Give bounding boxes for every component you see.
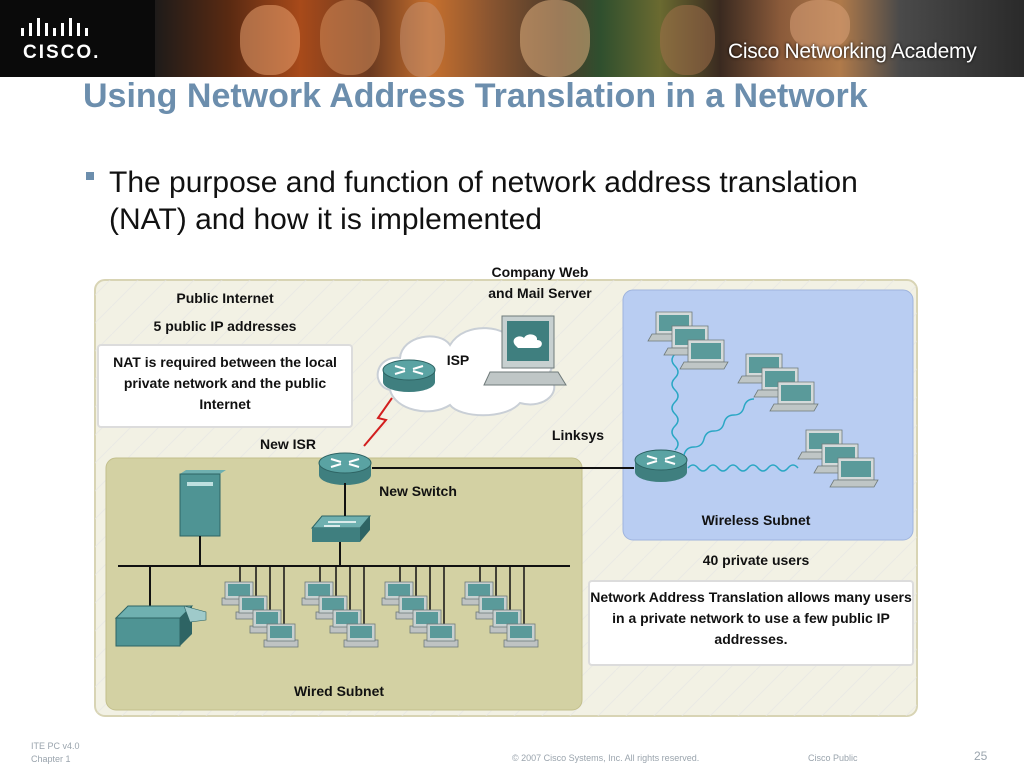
footer-copyright: © 2007 Cisco Systems, Inc. All rights re… [512,753,700,763]
photo-face [400,2,445,77]
footer-course-info: ITE PC v4.0 Chapter 1 [31,740,80,766]
photo-face [520,0,590,77]
company-server-label: Company Web and Mail Server [488,264,592,301]
printer-device [114,566,207,647]
logo-area: CISCO. [0,0,155,77]
photo-face [240,5,300,75]
file-server-device [179,470,226,537]
footer-classification: Cisco Public [808,753,858,763]
bullet-square-icon [86,172,94,180]
slide-title: Using Network Address Translation in a N… [83,77,868,115]
new-switch-device [310,515,372,542]
footer-course: ITE PC v4.0 [31,741,80,751]
private-users-label: 40 private users [702,552,810,568]
footer-chapter: Chapter 1 [31,754,71,764]
bullet-text: The purpose and function of network addr… [109,166,858,236]
cisco-logo-icon [21,18,88,36]
linksys-label: Linksys [551,427,605,443]
public-ips-label: 5 public IP addresses [153,318,297,334]
photo-face [320,0,380,75]
wireless-subnet-label: Wireless Subnet [701,512,811,528]
nat-required-note: NAT is required between the local privat… [97,344,353,428]
isp-label: ISP [446,352,470,368]
photo-face [660,5,715,75]
server-workstation [483,315,567,386]
network-diagram: Company Web and Mail Server Public Inter… [0,250,1024,725]
photo-face [790,0,850,50]
page-number: 25 [974,749,988,763]
wired-subnet-label: Wired Subnet [293,683,385,699]
header-banner: CISCO. Cisco Networking Academy [0,0,1024,77]
nat-explain-note: Network Address Translation allows many … [588,580,914,666]
cisco-wordmark: CISCO. [23,42,101,63]
pc-drop-lines [239,566,525,626]
new-switch-label: New Switch [379,483,457,499]
academy-name: Cisco Networking Academy [728,40,977,63]
new-isr-label: New ISR [259,436,316,452]
public-internet-label: Public Internet [176,290,274,306]
